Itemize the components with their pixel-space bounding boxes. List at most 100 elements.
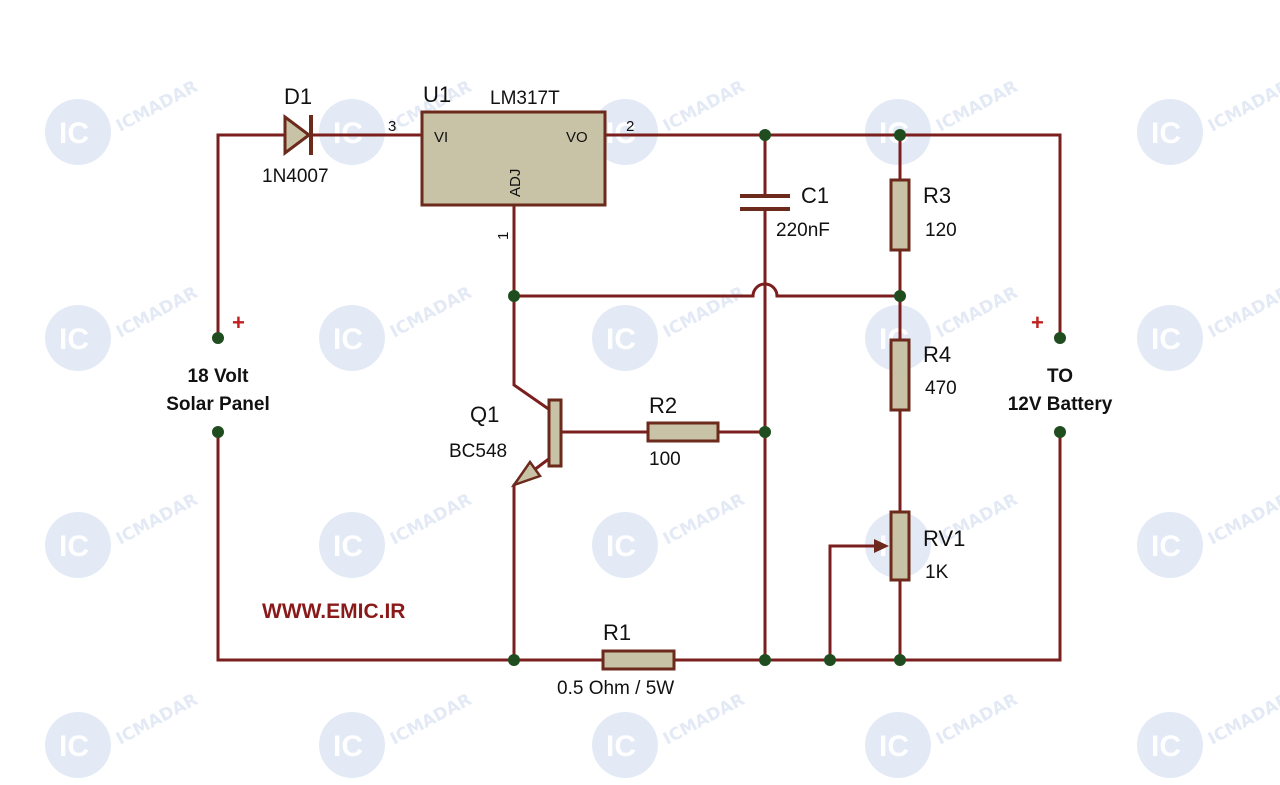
watermark-brand: ICMADAR (1205, 490, 1280, 550)
capacitor-c1: C1 220nF (740, 183, 830, 241)
watermark-brand: ICMADAR (660, 283, 748, 343)
u1-body (420, 110, 607, 207)
battery-minus-terminal (1054, 426, 1066, 438)
battery-label-line2: 12V Battery (1008, 394, 1113, 415)
u1-pin-vo-label: VO (566, 129, 588, 146)
watermark-brand: ICMADAR (113, 690, 201, 750)
wire-bottom-rail (672, 430, 1062, 662)
watermark-logo: IC ICMADAR (1137, 283, 1280, 371)
r4-body (889, 338, 911, 412)
watermark-ic-text: IC (1151, 530, 1181, 563)
watermark-logo: IC ICMADAR (1137, 77, 1280, 165)
u1-pin-adj-label: ADJ (507, 169, 524, 197)
wire-rv1-wiper (828, 544, 880, 662)
r2-ref: R2 (649, 393, 677, 418)
watermark-ic-text: IC (59, 323, 89, 356)
rv1-value: 1K (925, 562, 949, 583)
d1-value: 1N4007 (262, 166, 329, 187)
solar-plus-sign: + (232, 310, 245, 335)
watermark-ic-text: IC (606, 323, 636, 356)
watermark-ic-text: IC (879, 730, 909, 763)
junction-dot (894, 290, 906, 302)
watermark-ic-text: IC (59, 730, 89, 763)
junction-dot (824, 654, 836, 666)
wire-input-bottom (216, 430, 605, 662)
solar-label-line2: Solar Panel (166, 394, 270, 415)
watermark-brand: ICMADAR (933, 283, 1021, 343)
rv1-wiper-arrow (874, 539, 889, 553)
junction-dot (508, 654, 520, 666)
watermark-brand: ICMADAR (660, 490, 748, 550)
junctions (508, 129, 906, 666)
watermark-logo: IC ICMADAR (45, 490, 201, 578)
rv1-body (889, 510, 911, 582)
diode-d1-body (283, 114, 312, 156)
junction-dot (894, 654, 906, 666)
u1-pin-3-number: 3 (388, 118, 396, 135)
watermark-logo: IC ICMADAR (865, 690, 1021, 778)
watermark-ic-text: IC (59, 530, 89, 563)
wire-input-top (216, 133, 287, 340)
potentiometer-rv1: RV1 1K (874, 510, 965, 583)
watermark-logo: IC ICMADAR (592, 490, 748, 578)
watermark-ic-text: IC (333, 530, 363, 563)
u1-pin-vi-label: VI (434, 129, 448, 146)
watermark-brand: ICMADAR (387, 283, 475, 343)
watermark-brand: ICMADAR (387, 690, 475, 750)
watermark-logo: IC ICMADAR (45, 283, 201, 371)
r3-body (889, 178, 911, 252)
r4-ref: R4 (923, 342, 951, 367)
watermark-brand: ICMADAR (1205, 283, 1280, 343)
watermark-logo: IC ICMADAR (592, 77, 748, 165)
watermark-brand: ICMADAR (933, 77, 1021, 137)
resistor-r3: R3 120 (889, 178, 957, 252)
resistor-r1: R1 0.5 Ohm / 5W (557, 620, 676, 699)
watermark-brand: ICMADAR (1205, 690, 1280, 750)
battery-plus-terminal (1054, 332, 1066, 344)
website-label: WWW.EMIC.IR (262, 600, 405, 623)
watermark-ic-text: IC (333, 730, 363, 763)
q1-base-bar (547, 398, 563, 468)
watermark-ic-text: IC (606, 530, 636, 563)
solar-label-line1: 18 Volt (188, 366, 250, 387)
watermark-ic-text: IC (1151, 730, 1181, 763)
solar-panel-label: + 18 Volt Solar Panel (166, 310, 270, 415)
watermark-logo: IC ICMADAR (592, 690, 748, 778)
c1-ref: C1 (801, 183, 829, 208)
watermark-logo: IC ICMADAR (45, 77, 201, 165)
q1-emitter-arrow (510, 459, 542, 488)
battery-label-line1: TO (1047, 366, 1073, 387)
resistor-r4: R4 470 (889, 338, 957, 412)
watermark-ic-text: IC (59, 117, 89, 150)
watermark-brand: ICMADAR (113, 490, 201, 550)
r1-value: 0.5 Ohm / 5W (557, 678, 674, 699)
junction-dot (759, 426, 771, 438)
watermark-ic-text: IC (1151, 323, 1181, 356)
watermark-logo: IC ICMADAR (319, 490, 475, 578)
resistor-r2: R2 100 (646, 393, 720, 470)
watermark-logo: IC ICMADAR (319, 283, 475, 371)
diode-d1: D1 1N4007 (262, 84, 329, 187)
junction-dot (508, 290, 520, 302)
watermark-logo: IC ICMADAR (865, 77, 1021, 165)
battery-plus-sign: + (1031, 310, 1044, 335)
r4-value: 470 (925, 378, 957, 399)
watermark-ic-text: IC (333, 323, 363, 356)
battery-label: + TO 12V Battery (1008, 310, 1113, 415)
watermark-ic-text: IC (1151, 117, 1181, 150)
junction-dot (759, 129, 771, 141)
r2-value: 100 (649, 449, 681, 470)
r2-body (646, 421, 720, 443)
r1-ref: R1 (603, 620, 631, 645)
wire-q1-emitter (512, 455, 553, 662)
watermark-logo: IC ICMADAR (45, 690, 201, 778)
terminals (212, 332, 1066, 438)
regulator-u1: U1 LM317T VI VO ADJ 3 2 1 (388, 82, 634, 240)
r3-ref: R3 (923, 183, 951, 208)
rv1-ref: RV1 (923, 526, 965, 551)
q1-value: BC548 (449, 441, 507, 462)
watermark-logo: IC ICMADAR (1137, 490, 1280, 578)
c1-value: 220nF (776, 220, 830, 241)
watermark-brand: ICMADAR (1205, 77, 1280, 137)
